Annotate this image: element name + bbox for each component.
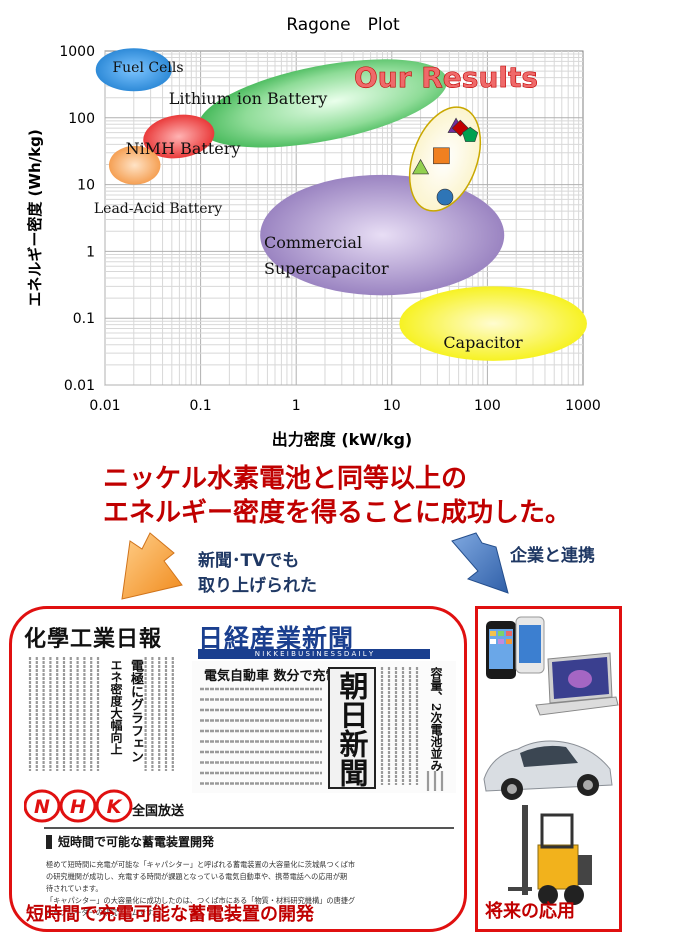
asahi-logo-box: 朝日新聞 [328,667,376,789]
orange-arrow-icon [121,532,183,600]
car-icon [483,740,613,800]
smartphone-icon [486,616,545,679]
industry-callout: 企業と連携 [510,546,595,566]
chart-ylabel: エネルギー密度 (Wh/kg) [26,129,44,306]
kagaku-headline: 電極にグラフェン [128,659,143,763]
region-lithium-ion-battery [198,59,448,148]
region-label-nimh-battery: NiMH Battery [126,139,241,158]
region-lead-acid-battery [108,145,161,185]
region-label-fuel-cells: Fuel Cells [112,60,183,76]
y-tick-label: 0.01 [64,378,95,394]
chart-title: Ragone Plot [286,15,400,35]
headline-line1: ニッケル水素電池と同等以上の [103,464,468,494]
region-label-commercial: Commercial [264,233,362,252]
applications-frame: 将来の応用 [475,606,622,932]
asahi-headline: 容量、2次電池並み [429,667,443,772]
region-fuel-cells [95,48,172,92]
y-tick-label: 0.1 [73,311,95,327]
region-label-lead-acid-battery: Lead-Acid Battery [94,201,222,217]
our-result-marker-square [433,147,450,165]
our-result-marker-triangle [412,158,430,175]
x-tick-label: 100 [474,398,501,414]
y-tick-label: 100 [68,111,95,127]
x-tick-label: 1000 [565,398,601,414]
nikkei-sub-bar: N I K K E I B U S I N E S S D A I L Y [198,649,430,659]
nhk-body: 極めて短時間に充電が可能な「キャパシター」と呼ばれる蓄電装置の大容量化に茨城県つ… [46,859,456,919]
y-tick-label: 1000 [59,44,95,60]
x-tick-label: 0.1 [189,398,211,414]
our-results-label: Our Results [354,61,538,94]
headline-line2: エネルギー密度を得ることに成功した。 [103,498,572,528]
chart-xlabel: 出力密度 (kW/kg) [272,430,412,449]
region-label-lithium-ion-battery: Lithium ion Battery [169,89,328,108]
news-coverage-frame: 化學工業日報 日経産業新聞 N I K K E I B U S I N E S … [9,606,467,932]
nhk-body-line4: 「キャパシター」の大容量化に成功したのは、つくば市にある「物質・材料研究機構」の… [46,896,356,905]
y-tick-label: 10 [77,178,95,194]
kagaku-article: 電極にグラフェン エネ密度大幅向上 [26,653,186,777]
media-callout-line2: 取り上げられた [198,576,317,596]
nikkei-logo-box: 日経産業新聞 [198,619,430,653]
applications-caption: 将来の応用 [485,901,575,922]
applications-illustration [483,616,619,905]
nhk-logo: N H K [23,789,134,827]
y-tick-label: 1 [86,244,95,260]
nikkei-logo: 日経産業新聞 [198,624,355,653]
region-nimh-battery [143,114,215,159]
nikkei-article: 電気自動車 数分で充電 朝日新聞 容量、2次電池並み [192,661,456,793]
nhk-body-line5: ループリーダーの研究チームです。 [46,908,160,917]
nhk-logo-icon: N H K [23,789,133,823]
svg-text:K: K [107,796,123,818]
region-label-capacitor: Capacitor [443,333,523,352]
nikkei-article-lines [200,667,444,791]
svg-text:N: N [34,796,50,818]
media-callout-line1: 新聞･TVでも [198,551,300,571]
nhk-body-line2: の研究機関が成功し、充電する時間が課題となっている電気自動車や、携帯電話への応用… [46,872,348,881]
our-result-marker-pentagon [462,126,479,142]
nhk-title: 短時間で可能な蓄電装置開発 [58,835,215,849]
chart-ticks: 0.01 0.1 1 10 100 1000 0.01 0.1 1 10 100 1000 [59,44,600,414]
laptop-icon [535,652,619,716]
asahi-logo: 朝日新聞 [335,671,369,787]
region-label-supercapacitor: Supercapacitor [264,259,389,278]
nhk-rule [44,827,454,829]
kagaku-logo: 化學工業日報 [24,626,163,652]
blue-arrow-icon [451,532,509,594]
our-result-marker-circle [436,188,454,206]
region-capacitor [399,286,587,361]
news-caption: 短時間で充電可能な蓄電装置の開発 [26,904,314,925]
nhk-body-line3: 待されています。 [46,884,103,893]
x-tick-label: 1 [292,398,301,414]
kagaku-article-lines [28,657,174,771]
nhk-body-line1: 極めて短時間に充電が可能な「キャパシター」と呼ばれる蓄電装置の大容量化に茨城県つ… [46,860,356,869]
nhk-label: 全国放送 [132,804,185,819]
x-tick-label: 10 [383,398,401,414]
nikkei-headline: 電気自動車 数分で充電 [204,669,339,684]
our-results-group [408,106,482,212]
nhk-title-marker [46,835,52,849]
x-tick-label: 0.01 [89,398,120,414]
kagaku-headline2: エネ密度大幅向上 [109,659,123,755]
svg-text:H: H [70,796,86,818]
nikkei-subtitle: N I K K E I B U S I N E S S D A I L Y [254,650,374,658]
forklift-icon [508,805,592,905]
